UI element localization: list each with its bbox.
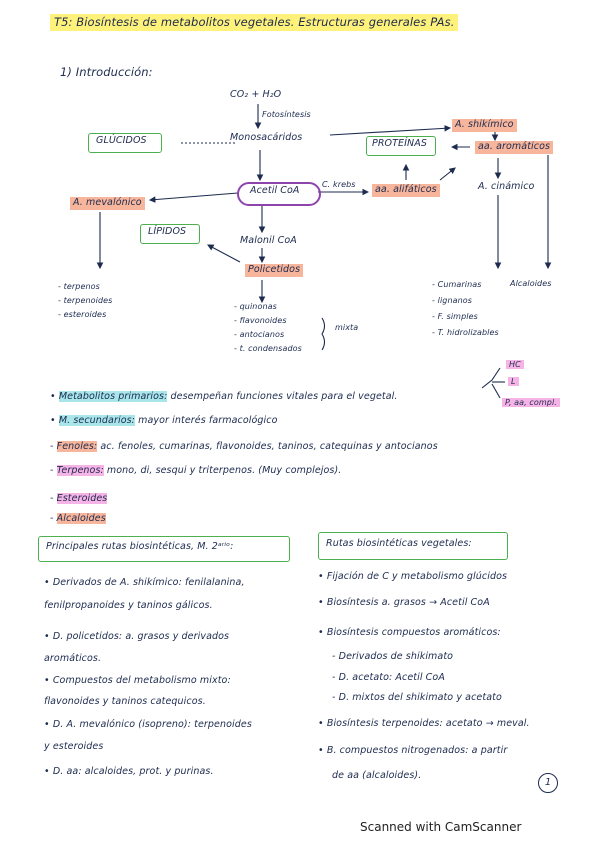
left-box-frame — [38, 536, 290, 562]
intro-heading: 1) Introducción: — [60, 65, 153, 79]
right-item-line: - D. acetato: Acetil CoA — [332, 672, 445, 683]
left-item-line: • D. policetidos: a. grasos y derivados — [44, 631, 230, 642]
right-item-line: • Biosíntesis compuestos aromáticos: — [318, 627, 501, 638]
right-item-line: - Derivados de shikimato — [332, 651, 454, 662]
bullet-label: M. secundarios: — [58, 415, 135, 426]
malonil-coa-node: Malonil CoA — [240, 235, 297, 246]
bullet-label: Alcaloides — [56, 513, 106, 524]
glucidos-node: GLÚCIDOS — [96, 135, 147, 146]
bullet-text: ac. fenoles, cumarinas, flavonoides, tan… — [97, 441, 438, 452]
right-item-line: de aa (alcaloides). — [332, 770, 422, 781]
right-item-line: • B. compuestos nitrogenados: a partir — [318, 745, 508, 756]
right-list-item: - F. simples — [432, 312, 478, 321]
a-mevalonico-node: A. mevalónico — [70, 197, 145, 210]
mid-list-item: - flavonoides — [234, 316, 287, 325]
right-box-frame — [318, 532, 508, 560]
left-list-item: - terpenos — [58, 282, 100, 291]
bullet-item: - Fenoles: ac. fenoles, cumarinas, flavo… — [50, 441, 438, 452]
bullet-item: - Alcaloides — [50, 513, 106, 524]
aa-aromaticos-node: aa. aromáticos — [475, 141, 554, 154]
scan-watermark: Scanned with CamScanner — [360, 820, 522, 834]
lipidos-node: LÍPIDOS — [148, 226, 187, 237]
right-item-line: • Fijación de C y metabolismo glúcidos — [318, 571, 508, 582]
c-krebs-label: C. krebs — [322, 180, 356, 189]
bullet-text: mono, di, sesqui y triterpenos. (Muy com… — [103, 465, 342, 476]
left-list-item: - esteroides — [58, 310, 107, 319]
left-list-item: - terpenoides — [58, 296, 113, 305]
right-item-line: • Biosíntesis terpenoides: acetato → mev… — [318, 718, 530, 729]
left-item-line: • Derivados de A. shikímico: fenilalanin… — [44, 577, 245, 588]
left-box-title: Principales rutas biosintéticas, M. 2ᵃʳⁱ… — [46, 541, 234, 552]
bullet-item: • M. secundarios: mayor interés farmacol… — [50, 415, 278, 426]
bullet-label: Terpenos: — [56, 465, 104, 476]
right-item-line: - D. mixtos del shikimato y acetato — [332, 692, 502, 703]
acetil-coa-node: Acetil CoA — [250, 185, 300, 196]
bullet-item: - Terpenos: mono, di, sesqui y triterpen… — [50, 465, 342, 476]
left-item-line: flavonoides y taninos catequicos. — [44, 696, 206, 707]
left-item-line: • D. aa: alcaloides, prot. y purinas. — [44, 766, 214, 777]
right-list-item: - Cumarinas — [432, 280, 482, 289]
side-note-p: P, aa, compl. — [502, 398, 560, 408]
left-item-line: aromáticos. — [44, 653, 102, 664]
right-list-item: - lignanos — [432, 296, 473, 305]
side-note-l: L — [508, 377, 519, 387]
a-shikimico-node: A. shikímico — [452, 119, 517, 132]
aa-alifaticos-node: aa. alifáticos — [372, 184, 440, 197]
left-item-line: y esteroides — [44, 741, 104, 752]
co2-node: CO₂ + H₂O — [230, 89, 282, 100]
proteinas-node: PROTEÍNAS — [372, 138, 427, 149]
policetidos-node: Policetidos — [245, 264, 304, 277]
a-cinamico-node: A. cinámico — [478, 181, 535, 192]
right-box-title: Rutas biosintéticas vegetales: — [326, 538, 472, 549]
bullet-item: • Metabolitos primarios: desempeñan func… — [50, 391, 398, 402]
bullet-label: Esteroides — [56, 493, 108, 504]
bullet-item: - Esteroides — [50, 493, 108, 504]
mixta-label: mixta — [335, 323, 359, 332]
fotosintesis-label: Fotosíntesis — [262, 110, 311, 119]
mid-list-item: - antocianos — [234, 330, 285, 339]
monosacaridos-node: Monosacáridos — [230, 132, 303, 143]
bullet-label: Metabolitos primarios: — [58, 391, 168, 402]
glucidos-box — [88, 133, 162, 153]
mid-list-item: - quinonas — [234, 302, 277, 311]
acetil-coa-outline — [237, 182, 321, 206]
lipidos-box — [140, 224, 200, 244]
bullet-text: mayor interés farmacológico — [134, 415, 278, 426]
left-item-line: fenilpropanoides y taninos gálicos. — [44, 600, 213, 611]
proteinas-box — [366, 136, 436, 156]
bullet-label: Fenoles: — [56, 441, 98, 452]
right-list-item: - T. hidrolizables — [432, 328, 499, 337]
mid-list-item: - t. condensados — [234, 344, 302, 353]
side-note-hc: HC — [506, 360, 524, 370]
alcaloides-node: Alcaloides — [510, 279, 552, 288]
bullet-text: desempeñan funciones vitales para el veg… — [167, 391, 398, 402]
page-title: T5: Biosíntesis de metabolitos vegetales… — [50, 14, 459, 32]
left-item-line: • D. A. mevalónico (isopreno): terpenoid… — [44, 719, 252, 730]
right-item-line: • Biosíntesis a. grasos → Acetil CoA — [318, 597, 490, 608]
left-item-line: • Compuestos del metabolismo mixto: — [44, 675, 231, 686]
page-number: 1 — [538, 773, 558, 793]
